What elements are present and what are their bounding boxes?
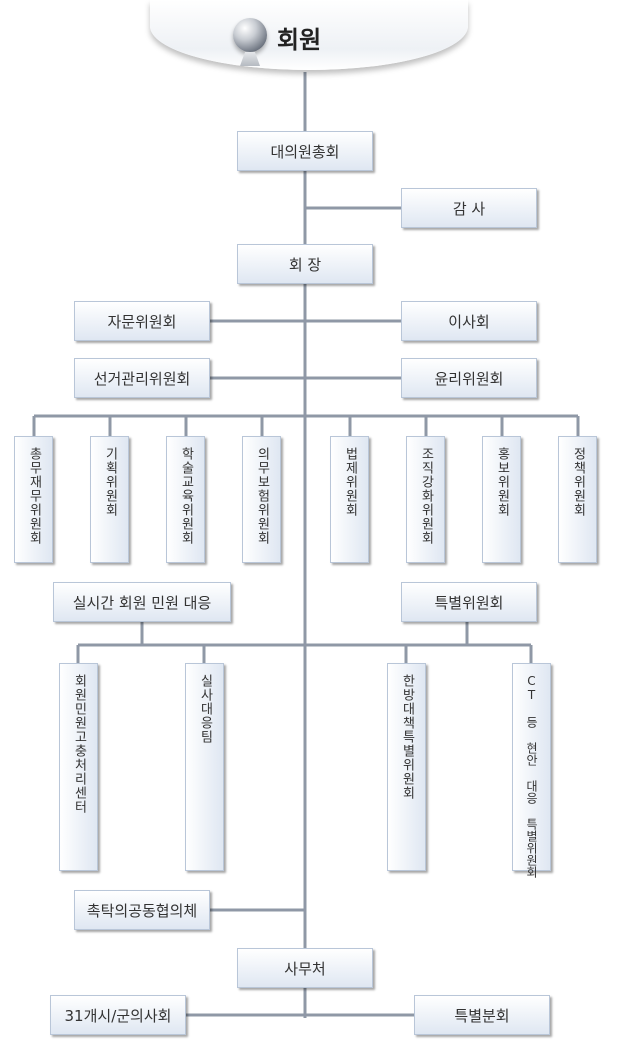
- oriental-medicine-committee-label: 한방대책특별위원회: [399, 674, 415, 800]
- member-complaint-center-label: 회원민원고충처리센터: [71, 674, 87, 814]
- top-header-panel: [150, 0, 468, 70]
- committee-label: 총무재무위원회: [26, 447, 42, 545]
- secretariat-box[interactable]: 사무처: [237, 948, 373, 988]
- president-box[interactable]: 회 장: [237, 244, 373, 284]
- committee-label: 정책위원회: [570, 447, 586, 517]
- committee-box[interactable]: 기획위원회: [90, 436, 129, 563]
- committee-label: 기획위원회: [102, 447, 118, 517]
- committee-box[interactable]: 정책위원회: [558, 436, 597, 563]
- committee-label: 법제위원회: [342, 447, 358, 517]
- board-of-directors-box[interactable]: 이사회: [401, 301, 537, 341]
- election-committee-box[interactable]: 선거관리위원회: [74, 358, 210, 398]
- committee-box[interactable]: 법제위원회: [330, 436, 369, 563]
- special-branch-box[interactable]: 특별분회: [414, 995, 550, 1035]
- committee-box[interactable]: 홍보위원회: [482, 436, 521, 563]
- ct-issue-committee-box[interactable]: CT 등 현안 대응 특별위원회: [512, 663, 551, 878]
- member-complaint-center-box[interactable]: 회원민원고충처리센터: [59, 663, 98, 871]
- committee-box[interactable]: 총무재무위원회: [14, 436, 53, 563]
- ct-issue-committee-label: CT 등 현안 대응 특별위원회: [524, 674, 539, 878]
- committee-box[interactable]: 의무보험위원회: [242, 436, 281, 563]
- committee-label: 조직강화위원회: [418, 447, 434, 545]
- committee-box[interactable]: 학술교육위원회: [166, 436, 205, 563]
- committee-box[interactable]: 조직강화위원회: [406, 436, 445, 563]
- council-box[interactable]: 촉탁의공동협의체: [74, 890, 210, 930]
- oriental-medicine-committee-box[interactable]: 한방대책특별위원회: [387, 663, 426, 871]
- members-title: 회원: [277, 26, 322, 54]
- committee-label: 홍보위원회: [494, 447, 510, 517]
- committee-label: 의무보험위원회: [254, 447, 270, 545]
- inspection-team-label: 실사대응팀: [197, 674, 213, 744]
- general-assembly-box[interactable]: 대의원총회: [237, 131, 373, 171]
- city-council-box[interactable]: 31개시/군의사회: [50, 995, 186, 1035]
- globe-stand: [240, 52, 260, 66]
- special-committee-box[interactable]: 특별위원회: [401, 582, 537, 622]
- inspection-team-box[interactable]: 실사대응팀: [185, 663, 224, 871]
- advisory-committee-box[interactable]: 자문위원회: [74, 301, 210, 341]
- ethics-committee-box[interactable]: 윤리위원회: [401, 358, 537, 398]
- globe-icon: [233, 18, 267, 52]
- realtime-response-box[interactable]: 실시간 회원 민원 대응: [53, 582, 231, 622]
- audit-box[interactable]: 감 사: [401, 188, 537, 228]
- committee-label: 학술교육위원회: [178, 447, 194, 545]
